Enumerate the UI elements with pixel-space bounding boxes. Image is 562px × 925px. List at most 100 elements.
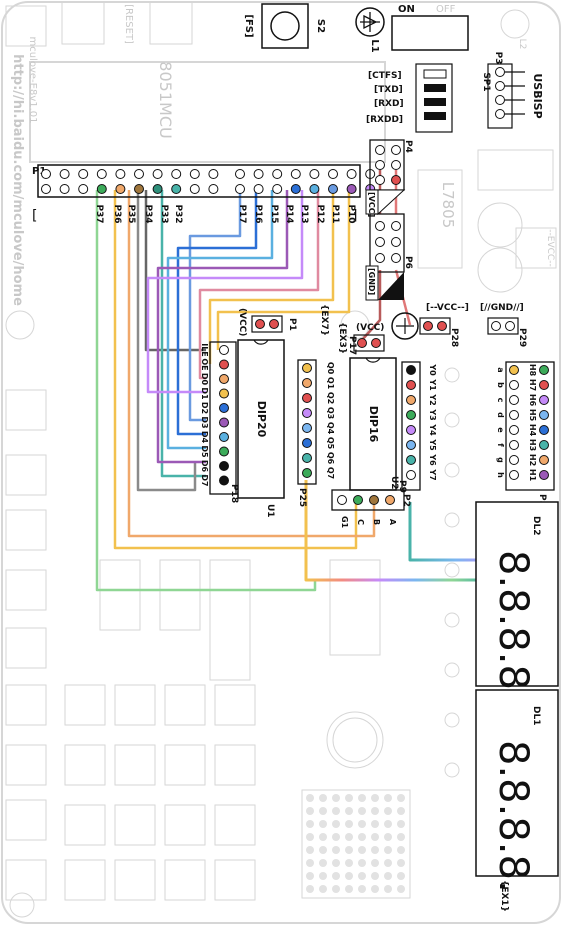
u1-ref: U1	[265, 504, 275, 518]
p1b-label: P1	[287, 318, 297, 331]
url-text: http://hi.baidu.com/mculove/home	[10, 54, 25, 306]
p1-bottom-pin	[96, 184, 107, 194]
matrix-dot	[345, 794, 353, 802]
dip20-chip: DIP20 U1	[237, 339, 285, 518]
p1-top-pin	[208, 169, 219, 179]
p5-pin-seg	[509, 410, 519, 420]
matrix-dot	[371, 859, 379, 867]
p5-pin-label-seg: f	[496, 443, 505, 447]
p1-top-pin	[235, 169, 245, 179]
p4-header: P4 [VCC]	[365, 139, 413, 217]
matrix-dot	[371, 885, 379, 893]
p2-label: P2	[401, 494, 411, 507]
p9-pin-label: A	[388, 519, 397, 526]
dip20-label: DIP20	[255, 401, 268, 438]
fs-switch[interactable]: [FS] S2	[243, 3, 326, 49]
p18-pin	[219, 446, 229, 457]
p18-pin	[219, 388, 229, 399]
matrix-dot	[345, 807, 353, 815]
p5-pin-label-seg: a	[496, 367, 505, 372]
p1-bottom-pin	[346, 184, 357, 194]
p5-pin-label-seg: c	[496, 398, 505, 403]
serial-label-1: [TXD]	[374, 85, 403, 95]
p2-pin-label: Y3	[428, 408, 437, 420]
svg-text:[: [	[32, 208, 37, 224]
p5-pin-label-h: H1	[528, 469, 537, 482]
p25-pin-label: Q1	[326, 377, 335, 390]
p1-bottom-pin	[41, 184, 51, 194]
p1-top-pin	[328, 169, 338, 179]
p2-pin-label: Y4	[428, 423, 437, 436]
reset-label: [RESET]	[123, 4, 134, 44]
p5-pin-label-h: H4	[528, 424, 537, 437]
p25-pin	[302, 408, 312, 418]
p6-label: P6	[403, 256, 413, 269]
l1-label: L1	[369, 39, 380, 52]
p25-pin-label: Q6	[326, 452, 335, 465]
matrix-dot	[358, 807, 366, 815]
p2-pin	[406, 365, 416, 375]
matrix-dot	[358, 885, 366, 893]
matrix-dot	[319, 807, 327, 815]
p29-label: P29	[517, 328, 527, 347]
matrix-dot	[319, 859, 327, 867]
p1-pin-label: P15	[269, 204, 279, 223]
matrix-dot	[358, 833, 366, 841]
mcu-label: 8051MCU	[156, 61, 175, 138]
matrix-dot	[384, 859, 392, 867]
p1-label: P1	[32, 166, 46, 177]
p25-pin	[302, 453, 312, 463]
p1-pin-label: P14	[284, 204, 294, 223]
matrix-dot	[306, 807, 314, 815]
p9-pin	[353, 495, 363, 505]
matrix-dot	[358, 859, 366, 867]
p1-top-pin	[41, 169, 51, 179]
p1-bottom-pin	[328, 184, 338, 194]
matrix-dot	[397, 859, 405, 867]
p1-top-pin	[253, 169, 264, 179]
serial-label-2: [RXD]	[374, 99, 404, 109]
serial-label-3: [RXDD]	[366, 115, 403, 125]
matrix-dot	[345, 820, 353, 828]
ex1-label: {EX1}	[499, 880, 509, 912]
matrix-dot	[345, 872, 353, 880]
matrix-dot	[345, 846, 353, 854]
p1-bottom-pin	[309, 184, 320, 194]
power-switch[interactable]: ON OFF	[391, 4, 469, 51]
svg-text:]: ]	[352, 208, 357, 224]
p1-pin-label: P13	[299, 204, 309, 223]
matrix-dot	[371, 833, 379, 841]
p1-bottom-pin	[208, 184, 219, 194]
l2-label: L2	[517, 39, 527, 50]
p25-pin-label: Q4	[326, 422, 335, 435]
regulator-label: L7805	[439, 182, 457, 229]
p5-pin-label-seg: g	[496, 457, 505, 463]
u2-label: U2	[389, 476, 399, 490]
p1-bottom-pin	[171, 184, 182, 194]
matrix-dot	[358, 846, 366, 854]
p1-top-pin	[134, 169, 144, 179]
p25-pin-label: Q0	[326, 362, 335, 375]
p29-header: [//GND//] P29	[480, 303, 527, 347]
p5-pin-seg	[509, 455, 519, 465]
dip16-label: DIP16	[367, 406, 380, 443]
dl1-label: DL1	[531, 706, 541, 725]
p1-bottom-pin	[152, 184, 163, 194]
matrix-dot	[397, 794, 405, 802]
matrix-dot	[384, 872, 392, 880]
matrix-dot	[371, 872, 379, 880]
p1-pin-label: P35	[126, 204, 136, 223]
matrix-dot	[397, 846, 405, 854]
p18-pin-label: ILE	[200, 343, 209, 357]
matrix-dot	[358, 794, 366, 802]
p5-pin-label-h: H7	[528, 379, 537, 391]
p1-top-pin	[96, 169, 107, 179]
p3-label: P3	[493, 52, 503, 65]
p5-pin-seg	[509, 440, 519, 450]
p29-gnd: [//GND//]	[480, 303, 524, 313]
sp1-label: SP1	[481, 72, 491, 91]
p17-vcc: (VCC)	[356, 323, 384, 333]
serial-jumpers[interactable]: [CTFS] [TXD] [RXD] [RXDD]	[366, 63, 453, 133]
